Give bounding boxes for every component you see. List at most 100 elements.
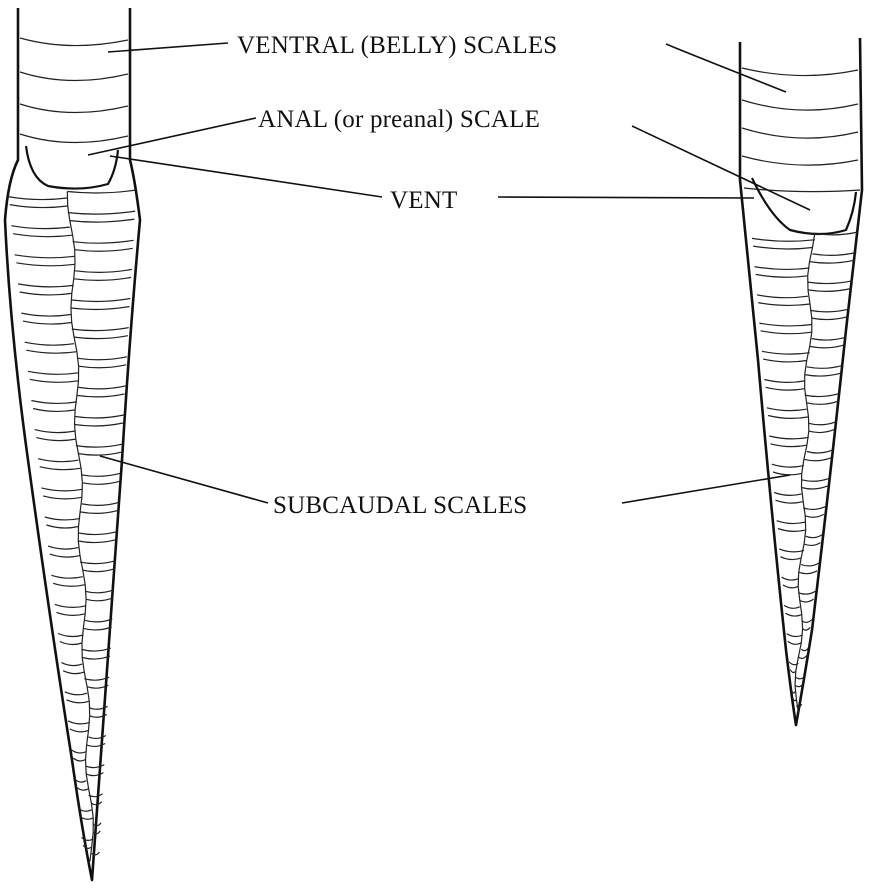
subcaudal-scale-right-half [798, 656, 806, 659]
subcaudal-scale-right-half [804, 543, 820, 546]
subcaudal-scale-right-half [76, 444, 122, 447]
subcaudal-scale-right-half [804, 458, 831, 461]
subcaudal-midline [79, 512, 81, 527]
subcaudal-scale-right-half [75, 269, 132, 272]
subcaudal-midline [89, 716, 90, 731]
subcaudal-scale-left-half [45, 517, 80, 520]
subcaudal-scale-left-half [75, 779, 86, 782]
subcaudal-scale-left-half [21, 313, 71, 316]
subcaudal-scale-right-half [75, 248, 133, 251]
subcaudal-midline [85, 585, 86, 600]
subcaudal-scale-right-half [806, 535, 823, 538]
subcaudal-scale-left-half [785, 613, 801, 616]
subcaudal-scale-right-half [71, 307, 130, 310]
subcaudal-scale-left-half [771, 444, 807, 447]
leader-ventral-left [108, 43, 228, 52]
subcaudal-midline [808, 290, 810, 304]
subcaudal-scale-left-half [35, 430, 75, 433]
subcaudal-scale-left-half [20, 292, 72, 295]
subcaudal-scale-left-half [753, 246, 812, 249]
subcaudal-midline [82, 483, 83, 498]
subcaudal-scale-right-half [80, 510, 118, 513]
subcaudal-scale-left-half [63, 671, 84, 674]
leader-ventral-right [666, 44, 786, 92]
subcaudal-scale-left-half [65, 692, 87, 695]
subcaudal-midline [87, 730, 89, 745]
subcaudal-scale-right-half [807, 401, 838, 404]
label-anal-scale: ANAL (or preanal) SCALE [258, 106, 540, 133]
subcaudal-scale-left-half [57, 612, 86, 615]
subcaudal-scale-left-half [790, 670, 796, 673]
left-tail-outline [5, 8, 140, 880]
subcaudal-midline [71, 293, 72, 308]
subcaudal-scale-left-half [767, 408, 807, 411]
subcaudal-scale-left-half [28, 371, 79, 374]
subcaudal-scale-right-half [808, 289, 851, 292]
label-subcaudal-scales: SUBCAUDAL SCALES [273, 492, 527, 519]
subcaudal-scale-right-half [73, 240, 134, 243]
subcaudal-midline [91, 803, 93, 818]
subcaudal-scale-left-half [779, 549, 804, 552]
leader-subcaudal-right [622, 475, 790, 503]
subcaudal-scale-right-half [808, 281, 853, 284]
subcaudal-scale-right-half [75, 415, 124, 418]
subcaudal-scale-left-half [77, 787, 89, 790]
subcaudal-scale-left-half [766, 387, 805, 390]
subcaudal-scale-right-half [82, 656, 110, 659]
subcaudal-scale-left-half [756, 274, 808, 277]
subcaudal-midline [75, 425, 76, 440]
subcaudal-midline [805, 516, 806, 530]
subcaudal-midline [78, 454, 81, 469]
subcaudal-scale-left-half [752, 238, 815, 241]
subcaudal-midline [804, 445, 807, 459]
subcaudal-scale-right-half [79, 532, 118, 535]
subcaudal-scale-left-half [768, 416, 808, 419]
subcaudal-scale-left-half [72, 750, 87, 753]
subcaudal-scale-right-half [802, 620, 812, 623]
label-ventral-scales: VENTRAL (BELLY) SCALES [237, 32, 557, 59]
subcaudal-scale-left-half [783, 585, 798, 588]
subcaudal-scale-left-half [31, 401, 77, 404]
subcaudal-scale-left-half [46, 525, 78, 528]
subcaudal-scale-left-half [38, 459, 78, 462]
subcaudal-midline [805, 361, 807, 375]
subcaudal-scale-right-half [74, 336, 128, 339]
subcaudal-scale-left-half [762, 351, 810, 354]
subcaudal-midline [799, 558, 801, 572]
subcaudal-scale-left-half [53, 583, 85, 586]
subcaudal-scale-left-half [778, 529, 806, 532]
subcaudal-scale-left-half [787, 634, 803, 637]
subcaudal-midline [804, 530, 806, 544]
subcaudal-scale-right-half [810, 260, 855, 263]
subcaudal-scale-right-half [78, 452, 121, 455]
subcaudal-scale-left-half [782, 577, 799, 580]
subcaudal-midline [78, 541, 80, 556]
subcaudal-scale-right-half [72, 299, 131, 302]
subcaudal-midline [86, 745, 87, 760]
subcaudal-scale-left-half [41, 488, 82, 491]
subcaudal-scale-left-half [759, 323, 811, 326]
subcaudal-scale-left-half [788, 641, 802, 644]
subcaudal-midline [802, 488, 804, 502]
subcaudal-midline [810, 332, 812, 346]
right-ventral-scales [742, 68, 860, 192]
subcaudal-scale-left-half [25, 342, 74, 345]
subcaudal-scale-left-half [58, 634, 83, 637]
subcaudal-midline [802, 615, 803, 629]
subcaudal-midline [83, 570, 85, 585]
left-tail-figure [5, 8, 140, 880]
left-ventral-scales [20, 38, 128, 143]
subcaudal-scale-right-half [813, 253, 857, 256]
subcaudal-scale-right-half [809, 430, 834, 433]
right-anal-scale [752, 178, 856, 234]
subcaudal-scale-left-half [758, 303, 810, 306]
subcaudal-scale-right-half [810, 309, 850, 312]
subcaudal-scale-left-half [23, 321, 72, 324]
left-anal-scale [26, 146, 118, 189]
subcaudal-scale-left-half [757, 295, 808, 298]
subcaudal-scale-left-half [62, 663, 83, 666]
subcaudal-midline [70, 221, 73, 236]
subcaudal-scale-right-half [803, 507, 825, 510]
subcaudal-scale-left-half [776, 500, 804, 503]
subcaudal-scale-right-half [812, 317, 848, 320]
